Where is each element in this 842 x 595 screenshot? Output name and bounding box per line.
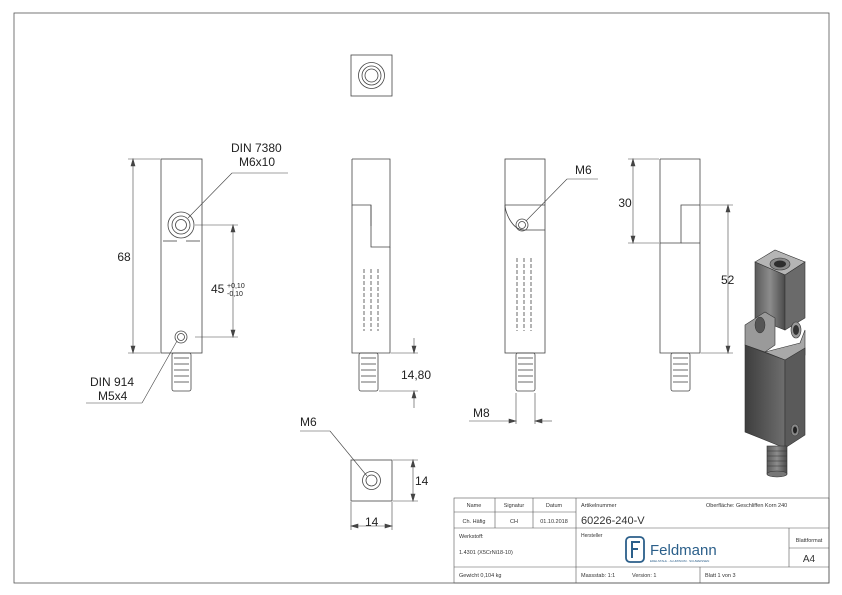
side-view-left [351,158,391,392]
din914-line2: M5x4 [98,389,128,403]
dim-45: 45 [211,282,225,296]
side-view-right [659,158,701,392]
top-view [350,54,393,97]
dim-14-vertical: 14 [415,474,429,488]
dim-1480: 14,80 [401,368,431,382]
tb-artikelnummer: 60226-240-V [581,515,645,527]
din7380-line1: DIN 7380 [231,141,282,155]
tb-massstab: Massstab: 1:1 [581,573,615,579]
dim-14-horizontal: 14 [365,515,379,529]
tb-header-name: Name [467,503,482,509]
tb-header-datum: Datum [546,503,563,509]
logo-name: Feldmann [650,542,717,559]
din7380-line2: M6x10 [239,155,275,169]
bottom-view [350,459,393,502]
tb-blattformat: A4 [803,554,816,565]
tb-oberflaeche: Oberfläche: Geschliffen Korn 240 [706,503,787,509]
title-block [453,497,830,584]
dim-68: 68 [117,250,131,264]
tb-signatur: CH [510,519,518,525]
dim-52: 52 [721,273,735,287]
label-m6-square: M6 [300,415,317,429]
tb-name: Ch. Häfig [463,519,486,525]
label-m6-side: M6 [575,163,592,177]
front-view [160,158,203,392]
logo-tagline: EDELSTAHL · ALUMINIUM · SCHWEISSEN [650,559,709,563]
side-view-middle [504,158,546,392]
label-m8: M8 [473,406,490,420]
tb-gewicht: Gewicht 0,104 kg [459,573,502,579]
tb-datum: 01.10.2018 [540,519,568,525]
dim-30: 30 [618,196,632,210]
tol-lower: -0,10 [227,291,243,298]
sheet-frame [13,12,830,584]
isometric-3d-view [744,249,806,478]
tb-werkstoff-label: Werkstoff: [459,534,484,540]
tb-blatt: Blatt 1 von 3 [705,573,736,579]
tb-header-signatur: Signatur [504,503,525,509]
feldmann-logo: Feldmann EDELSTAHL · ALUMINIUM · SCHWEIS… [625,536,717,563]
tb-blattformat-label: Blattformat [796,538,823,544]
tb-artikelnummer-label: Artikelnummer [581,503,617,509]
tol-upper: +0,10 [227,283,245,290]
tb-version: Version: 1 [632,573,656,579]
tb-hersteller-label: Hersteller [581,533,603,539]
din914-line1: DIN 914 [90,375,134,389]
tb-werkstoff: 1.4301 (X5CrNi18-10) [459,550,513,556]
